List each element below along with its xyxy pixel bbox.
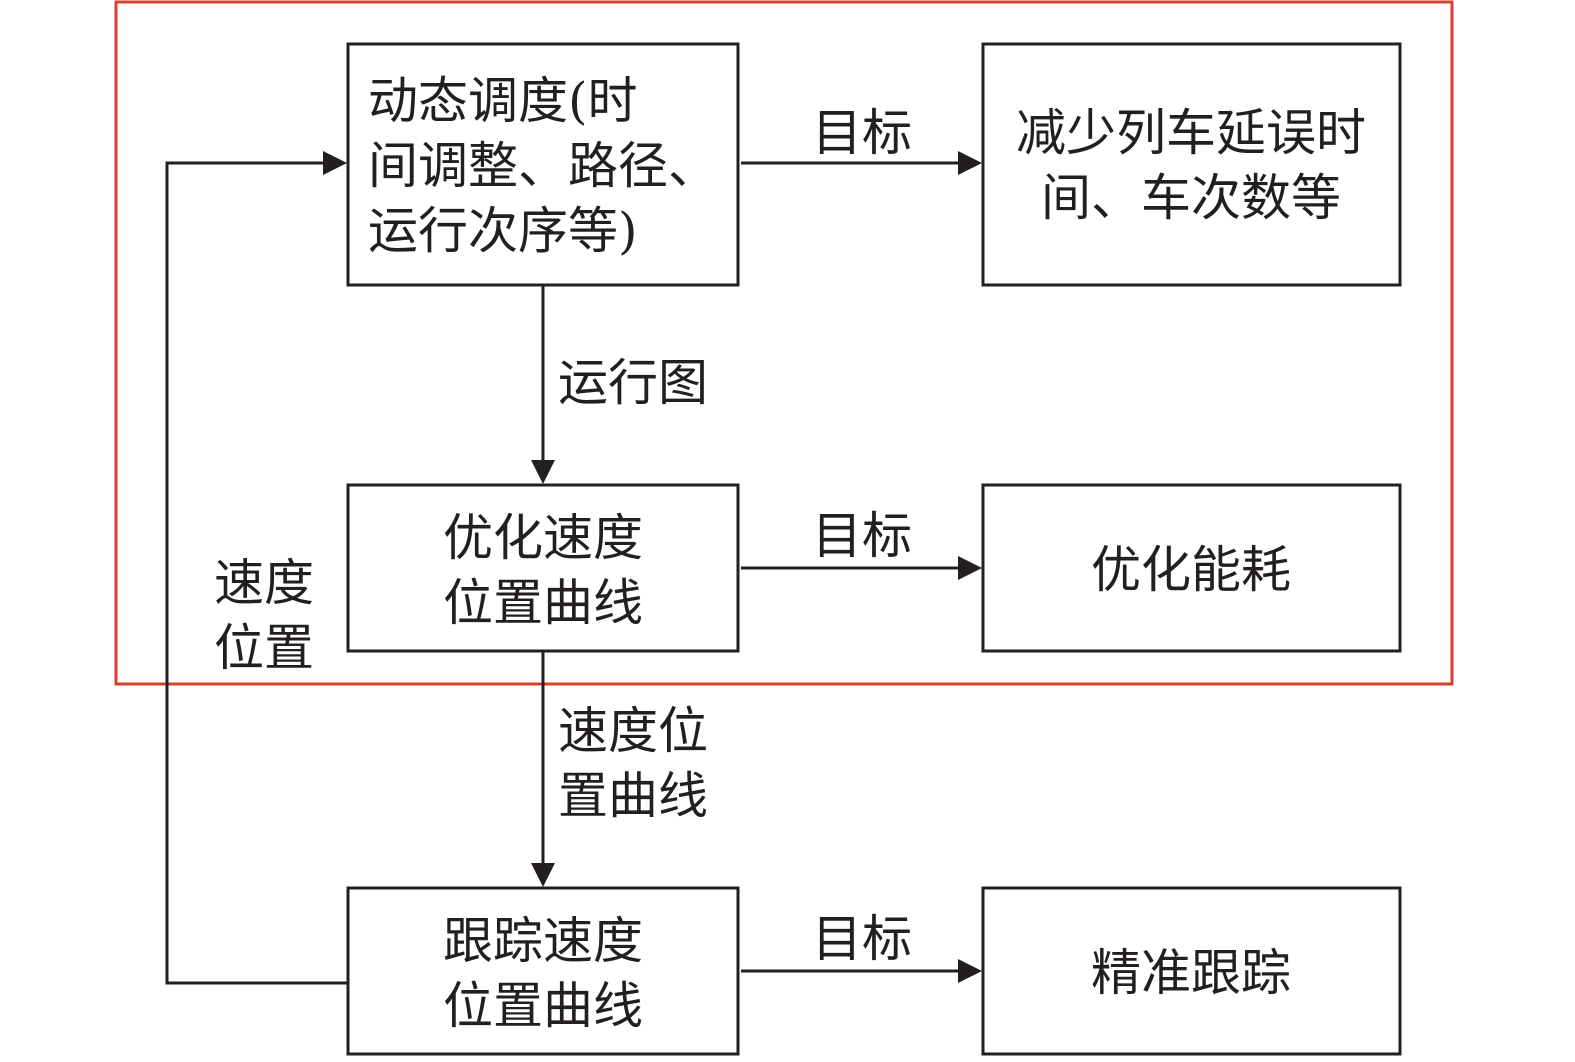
highlight-frame bbox=[114, 0, 1454, 686]
edge-goal-mid: 目标 bbox=[741, 507, 982, 580]
arrowhead-goal-mid bbox=[958, 556, 982, 580]
node-optimize-energy-line-1: 优化能耗 bbox=[1091, 541, 1291, 599]
node-dynamic-dispatch-line-2: 间调整、路径、 bbox=[368, 137, 718, 195]
node-reduce-delay: 减少列车延误时 间、车次数等 bbox=[981, 42, 1402, 287]
node-optimize-curve-line-1: 优化速度 bbox=[443, 509, 643, 567]
edge-goal-bottom: 目标 bbox=[741, 910, 982, 983]
edge-feedback: 速度 位置 bbox=[165, 151, 347, 985]
edge-speed-position-curve-label-1: 速度位 bbox=[558, 702, 708, 760]
edge-feedback-label-2: 位置 bbox=[214, 619, 314, 677]
node-tracking-curve-line-1: 跟踪速度 bbox=[443, 912, 643, 970]
edge-goal-top-label: 目标 bbox=[812, 104, 912, 162]
arrowhead-timetable bbox=[531, 460, 555, 484]
node-tracking-curve-line-2: 位置曲线 bbox=[443, 977, 643, 1035]
node-reduce-delay-line-1: 减少列车延误时 bbox=[1016, 104, 1366, 162]
edge-timetable: 运行图 bbox=[531, 286, 708, 484]
arrowhead-goal-bottom bbox=[958, 959, 982, 983]
node-optimize-curve-line-2: 位置曲线 bbox=[443, 574, 643, 632]
edge-timetable-label: 运行图 bbox=[558, 354, 708, 412]
edge-goal-top: 目标 bbox=[741, 104, 982, 175]
node-tracking-curve: 跟踪速度 位置曲线 bbox=[346, 886, 740, 1056]
edge-speed-position-curve: 速度位 置曲线 bbox=[531, 652, 708, 887]
node-optimize-energy: 优化能耗 bbox=[981, 483, 1402, 653]
node-optimize-curve: 优化速度 位置曲线 bbox=[346, 483, 740, 653]
node-dynamic-dispatch-line-3: 运行次序等) bbox=[368, 202, 638, 260]
arrowhead-goal-top bbox=[958, 151, 982, 175]
arrowhead-feedback bbox=[323, 151, 347, 175]
node-precise-tracking-line-1: 精准跟踪 bbox=[1091, 944, 1291, 1002]
edge-goal-bottom-label: 目标 bbox=[812, 910, 912, 968]
node-reduce-delay-line-2: 间、车次数等 bbox=[1041, 169, 1341, 227]
edge-goal-mid-label: 目标 bbox=[812, 507, 912, 565]
edge-feedback-label-1: 速度 bbox=[214, 554, 314, 612]
node-dynamic-dispatch: 动态调度(时 间调整、路径、 运行次序等) bbox=[346, 42, 740, 287]
node-dynamic-dispatch-line-1: 动态调度(时 bbox=[368, 72, 638, 130]
arrowhead-speed-position-curve bbox=[531, 863, 555, 887]
edge-speed-position-curve-label-2: 置曲线 bbox=[558, 767, 708, 825]
node-precise-tracking: 精准跟踪 bbox=[981, 886, 1402, 1056]
